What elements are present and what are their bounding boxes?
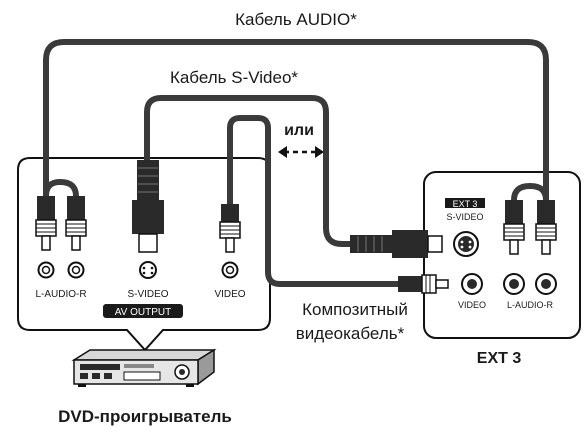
dvd-video-jack-icon (221, 261, 239, 279)
audio-cable-left-branch (43, 178, 79, 197)
tv-video-jack-icon (461, 273, 483, 295)
tv-audio-plug-left-icon (503, 200, 525, 255)
dvd-player-caption: DVD-проигрыватель (58, 407, 232, 426)
tv-audio-l-jack-icon (503, 273, 525, 295)
dvd-l-audio-r-label: L-AUDIO-R (35, 289, 86, 300)
tv-audio-r-jack-icon (535, 273, 557, 295)
svideo-cable-label: Кабель S-Video* (170, 68, 298, 87)
dvd-audio-r-jack-icon (67, 261, 85, 279)
audio-cable-right-branch (511, 182, 549, 201)
or-label: или (284, 122, 314, 139)
svideo-plug-icon (132, 160, 164, 253)
dvd-svideo-jack-icon (139, 261, 157, 279)
tv-svideo-label: S-VIDEO (446, 212, 483, 222)
or-arrow-icon (278, 146, 324, 158)
tv-audio-plug-right-icon (535, 200, 557, 255)
tv-composite-plug-icon (398, 274, 449, 294)
composite-cable (227, 115, 398, 287)
dvd-video-label: VIDEO (214, 289, 245, 300)
ext3-tag-label: EXT 3 (453, 199, 478, 209)
tv-svideo-plug-icon (350, 230, 443, 258)
av-output-tag (103, 304, 183, 318)
audio-cable (43, 39, 549, 200)
ext3-caption: EXT 3 (477, 350, 522, 367)
composite-plug-dvd-icon (219, 204, 241, 253)
dvd-audio-l-jack-icon (37, 261, 55, 279)
audio-cable-label: Кабель AUDIO* (235, 10, 357, 29)
av-output-label: AV OUTPUT (115, 307, 171, 318)
composite-cable-label-line1: Композитный (302, 300, 408, 319)
svideo-cable (144, 95, 350, 247)
audio-plug-right-icon (65, 196, 87, 251)
audio-plug-left-icon (35, 196, 57, 251)
ext3-tag (445, 198, 485, 208)
tv-l-audio-r-label: L-AUDIO-R (507, 300, 554, 310)
dvd-svideo-label: S-VIDEO (127, 289, 168, 300)
tv-ext3-panel (423, 171, 581, 339)
tv-svideo-jack-icon (453, 231, 479, 257)
dvd-player-icon (71, 348, 217, 387)
composite-cable-label-line2: видеокабель* (296, 324, 405, 343)
tv-video-label: VIDEO (458, 300, 486, 310)
